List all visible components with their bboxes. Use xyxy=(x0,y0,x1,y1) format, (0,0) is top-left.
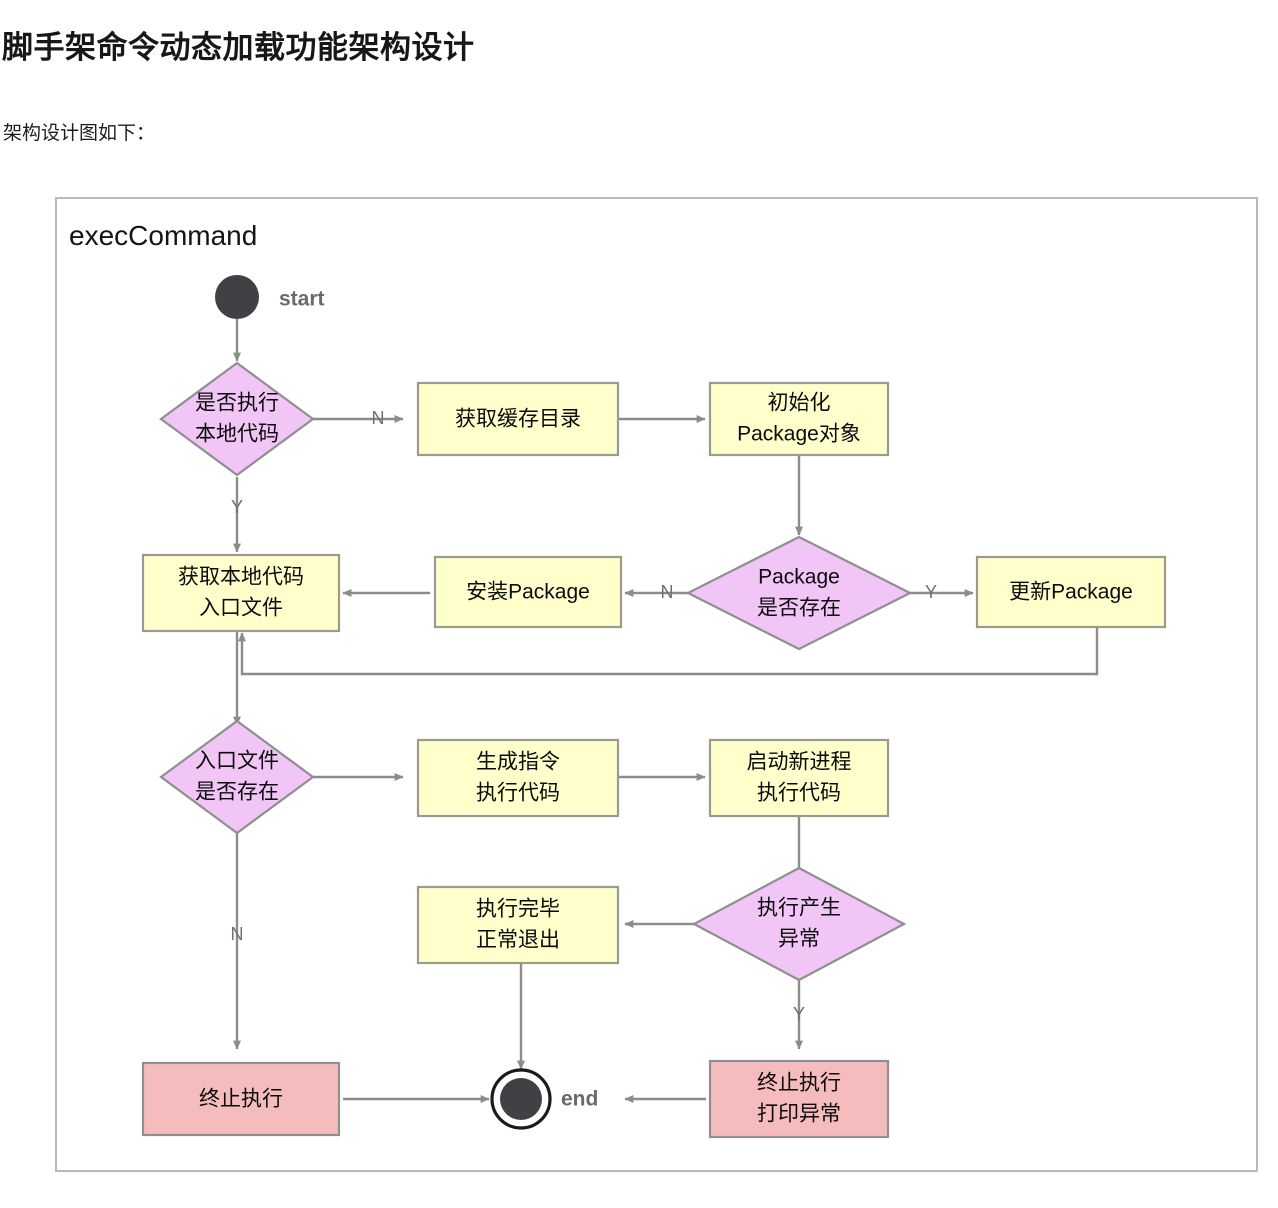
node-process-update-package[interactable]: 更新Package xyxy=(975,555,1167,629)
node-terminate-print-exception[interactable]: 终止执行 打印异常 xyxy=(708,1059,890,1139)
node-p6-line1: 生成指令 xyxy=(476,751,560,774)
node-t2-line2: 打印异常 xyxy=(757,1103,841,1126)
node-terminate-execution[interactable]: 终止执行 xyxy=(141,1061,341,1137)
node-p1-line1: 获取缓存目录 xyxy=(455,408,581,431)
node-d2-line2: 是否存在 xyxy=(757,597,841,620)
node-d2-line1: Package xyxy=(758,566,840,589)
node-p4-line1: 安装Package xyxy=(466,581,590,604)
node-process-get-local-entry-file[interactable]: 获取本地代码 入口文件 xyxy=(141,553,341,633)
node-p5-line1: 获取本地代码 xyxy=(178,566,304,589)
node-d1-line1: 是否执行 xyxy=(195,392,279,415)
page-subtitle: 架构设计图如下： xyxy=(3,123,156,144)
node-process-get-cache-dir[interactable]: 获取缓存目录 xyxy=(416,381,620,457)
edge-label-d1-n: N xyxy=(372,408,385,428)
edge-label-d4-y: Y xyxy=(793,1004,805,1024)
node-decision-execution-exception[interactable]: 执行产生 异常 xyxy=(691,866,907,982)
edge-label-d2-y: Y xyxy=(925,582,937,602)
node-process-spawn-process[interactable]: 启动新进程 执行代码 xyxy=(708,738,890,818)
node-t1-line1: 终止执行 xyxy=(199,1088,283,1111)
flowchart-svg: execCommand N Y Y N xyxy=(55,197,1258,1172)
node-d3-line1: 入口文件 xyxy=(195,750,279,773)
node-d4-line1: 执行产生 xyxy=(757,897,841,920)
lane-title: execCommand xyxy=(69,220,257,251)
node-decision-package-exists[interactable]: Package 是否存在 xyxy=(685,535,913,651)
node-end[interactable]: end xyxy=(490,1068,598,1130)
node-p8-line2: 正常退出 xyxy=(476,929,560,952)
node-p7-line1: 启动新进程 xyxy=(747,751,852,774)
node-start[interactable]: start xyxy=(215,275,325,319)
node-process-init-package[interactable]: 初始化 Package对象 xyxy=(708,381,890,457)
node-p8-line1: 执行完毕 xyxy=(476,898,560,921)
node-p3-line1: 更新Package xyxy=(1009,581,1133,604)
node-p5-line2: 入口文件 xyxy=(199,597,283,620)
node-d1-line2: 本地代码 xyxy=(195,423,279,446)
lane-frame xyxy=(55,197,1258,1172)
edge-label-d1-y: Y xyxy=(231,497,243,517)
node-process-install-package[interactable]: 安装Package xyxy=(433,555,623,629)
node-p2-line1: 初始化 xyxy=(768,392,831,415)
node-p2-line2: Package对象 xyxy=(737,423,861,446)
node-p7-line2: 执行代码 xyxy=(757,782,841,805)
start-label: start xyxy=(279,288,325,311)
node-process-finished-exit[interactable]: 执行完毕 正常退出 xyxy=(416,885,620,965)
node-decision-entry-file-exists[interactable]: 入口文件 是否存在 xyxy=(159,719,315,835)
node-process-generate-command[interactable]: 生成指令 执行代码 xyxy=(416,738,620,818)
node-d4-line2: 异常 xyxy=(778,928,820,951)
node-t2-line1: 终止执行 xyxy=(757,1072,841,1095)
edge-label-d3-n: N xyxy=(231,924,244,944)
node-p6-line2: 执行代码 xyxy=(476,782,560,805)
node-d3-line2: 是否存在 xyxy=(195,781,279,804)
architecture-flowchart: execCommand N Y Y N xyxy=(55,197,1258,1172)
page-title: 脚手架命令动态加载功能架构设计 xyxy=(2,30,475,65)
edge-p3-to-p5-loop xyxy=(238,626,1099,676)
end-label: end xyxy=(561,1088,598,1111)
node-decision-run-local-code[interactable]: 是否执行 本地代码 xyxy=(159,361,315,477)
edge-label-d2-n: N xyxy=(661,582,674,602)
